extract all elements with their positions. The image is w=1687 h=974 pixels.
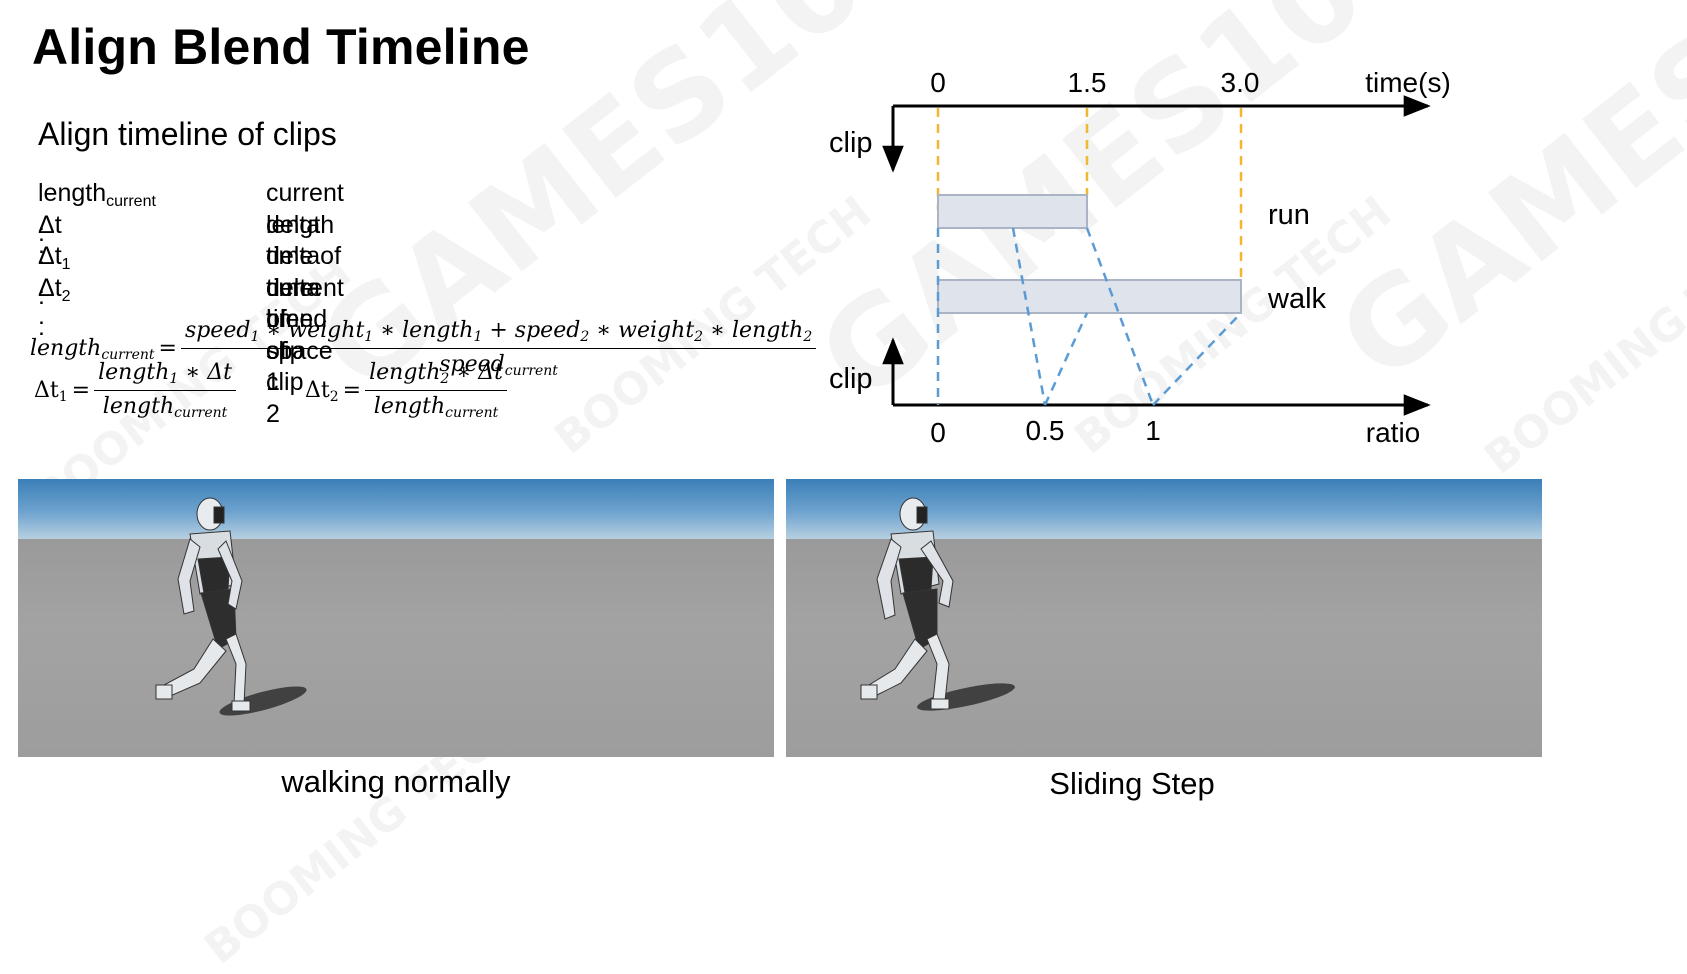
formula-fraction: length1 ∗ Δt lengthcurrent [94,360,237,421]
run-clip-bar [937,194,1088,229]
walk-label: walk [1267,283,1327,315]
ratio-guides [936,227,1242,406]
sliding-step-screenshot [786,479,1542,757]
formula-lhs: Δt2 [305,377,339,405]
formula-numerator: length1 ∗ Δt [94,360,237,391]
formula-denominator: lengthcurrent [373,394,499,421]
ground [18,539,774,757]
caption-sliding-step: Sliding Step [1049,766,1215,801]
formula-dt1: Δt1= length1 ∗ Δt lengthcurrent [34,360,237,421]
robot-character [860,497,1015,711]
formula-fraction: speed1 ∗ weight1 ∗ length1 + speed2 ∗ we… [180,318,817,379]
definition-desc: delta time of clip 1 [266,242,321,396]
timeline-diagram: 0 1.5 3.0 time(s) clip run walk clip 0 0… [829,67,1451,448]
formula-fraction: length2 ∗ Δt lengthcurrent [365,360,508,421]
bottom-tick-1: 1 [1145,415,1161,446]
definition-desc: delta time of clip 2 [266,273,321,428]
formula-numerator: speed1 ∗ weight1 ∗ length1 + speed2 ∗ we… [180,318,817,349]
formula-dt2: Δt2= length2 ∗ Δt lengthcurrent [305,360,508,421]
formula-lhs: lengthcurrent [30,335,155,363]
formula-denominator: lengthcurrent [102,394,228,421]
top-tick-1_5: 1.5 [1068,67,1107,98]
formula-length-current: lengthcurrent= speed1 ∗ weight1 ∗ length… [30,318,817,379]
definition-desc: delta time of current blend space [266,210,344,365]
bottom-clip-label: clip [829,363,873,395]
section-subtitle: Align timeline of clips [38,116,337,152]
bottom-tick-0: 0 [930,417,946,448]
definition-term: Δt2 : [38,273,71,342]
top-clip-label: clip [829,127,873,159]
bottom-tick-0_5: 0.5 [1026,415,1065,446]
formula-numerator: length2 ∗ Δt [365,360,508,391]
run-label: run [1268,199,1310,231]
page-title: Align Blend Timeline [32,19,530,75]
watermark-booming: BOOMING TECH [1475,207,1687,485]
walking-normally-screenshot [18,479,774,757]
definition-term: Δt : [38,210,62,271]
top-tick-3_0: 3.0 [1221,67,1260,98]
walk-clip-bar [937,279,1242,314]
caption-walking-normally: walking normally [281,764,511,799]
time-axis-label: time(s) [1365,67,1451,98]
sky [18,479,774,539]
definition-term: lengthcurrent : [38,179,156,247]
formula-denominator: speedcurrent [439,352,558,379]
definition-desc: current length [266,179,344,239]
formula-lhs: Δt1 [34,377,68,405]
top-tick-0: 0 [930,67,946,98]
ratio-axis-label: ratio [1366,417,1420,448]
definition-term: Δt1 : [38,242,71,310]
robot-character [155,497,307,716]
